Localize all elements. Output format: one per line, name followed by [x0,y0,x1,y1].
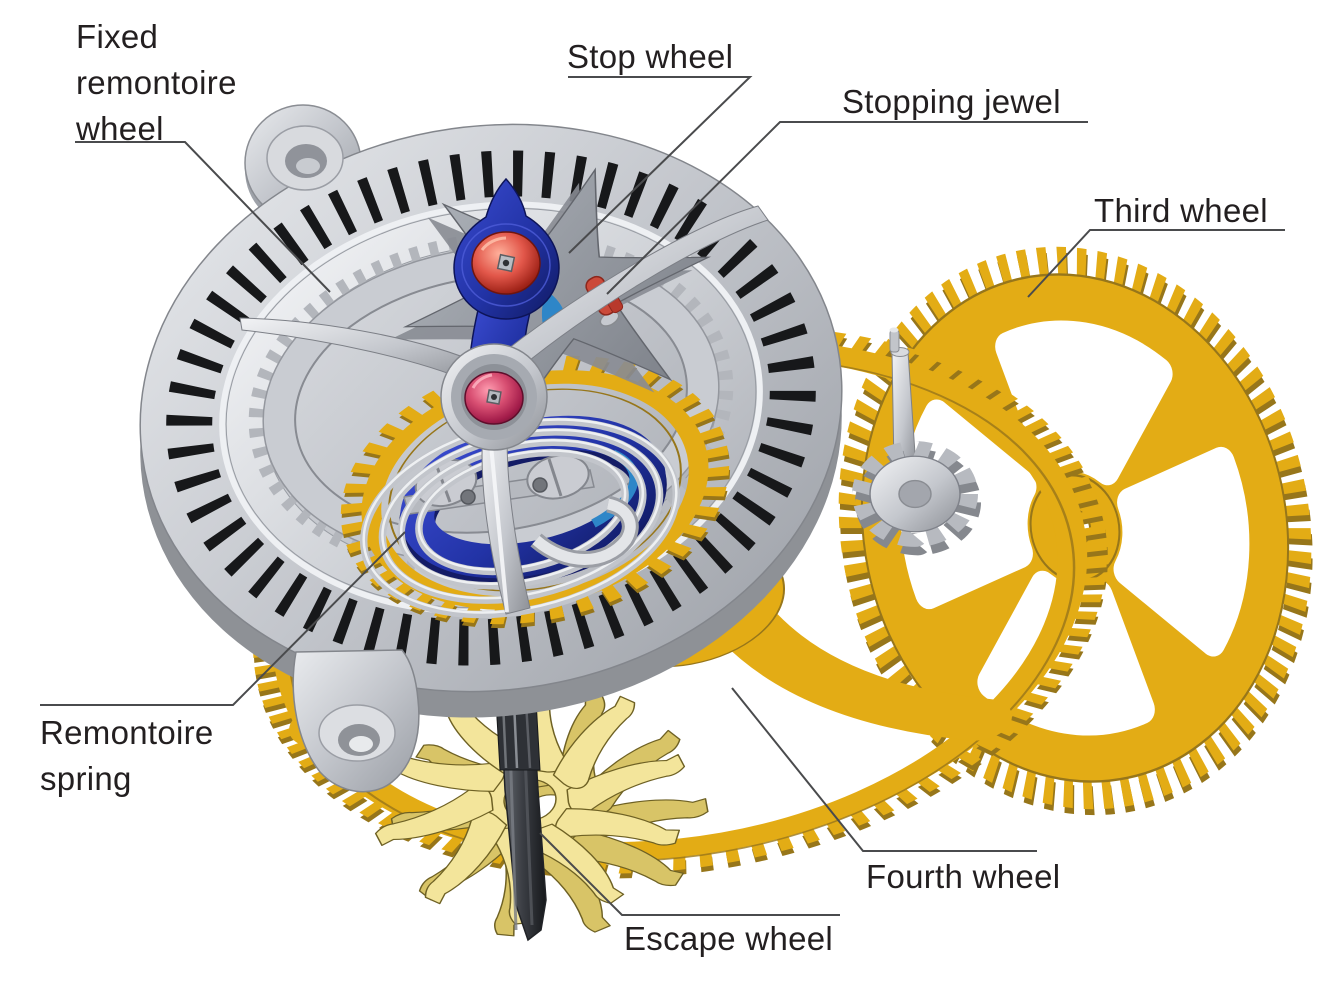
label-stopping-jewel: Stopping jewel [842,83,1061,120]
third-wheel-leader-line [1027,229,1285,298]
fourth-wheel-leader-line [731,687,1037,852]
callout-lines [40,76,1285,916]
stopping-jewel-leader-line [606,121,1088,295]
pinion-pivot [889,329,900,353]
fourth-wheel-spoke [716,606,1013,741]
label-third-wheel: Third wheel [1094,192,1268,229]
label-stop-wheel: Stop wheel [567,38,734,75]
label-fixed-remontoire-wheel: Fixed remontoire wheel [76,18,237,147]
escape-wheel-leader-line [539,832,840,916]
label-remontoire-spring: Remontoire spring [40,714,214,797]
label-escape-wheel: Escape wheel [624,920,834,957]
label-fourth-wheel: Fourth wheel [866,858,1061,895]
third-wheel-pinion [852,327,981,556]
fixed-remontoire-wheel-leader-line [75,141,331,293]
stop-wheel-leader-line [568,76,753,254]
tourbillon-cage [239,205,769,615]
spring-terminal-curl [532,498,636,565]
tick-marks-ring [166,150,816,666]
remontoire-spring-leader-line [40,531,406,706]
remontoire-spring-coils [359,417,681,619]
pinion-leaves [852,441,978,547]
balance-screw [460,489,476,505]
escape-wheel-arbor [495,675,547,942]
bottom-lug [292,649,420,793]
balance-screw [532,477,548,493]
